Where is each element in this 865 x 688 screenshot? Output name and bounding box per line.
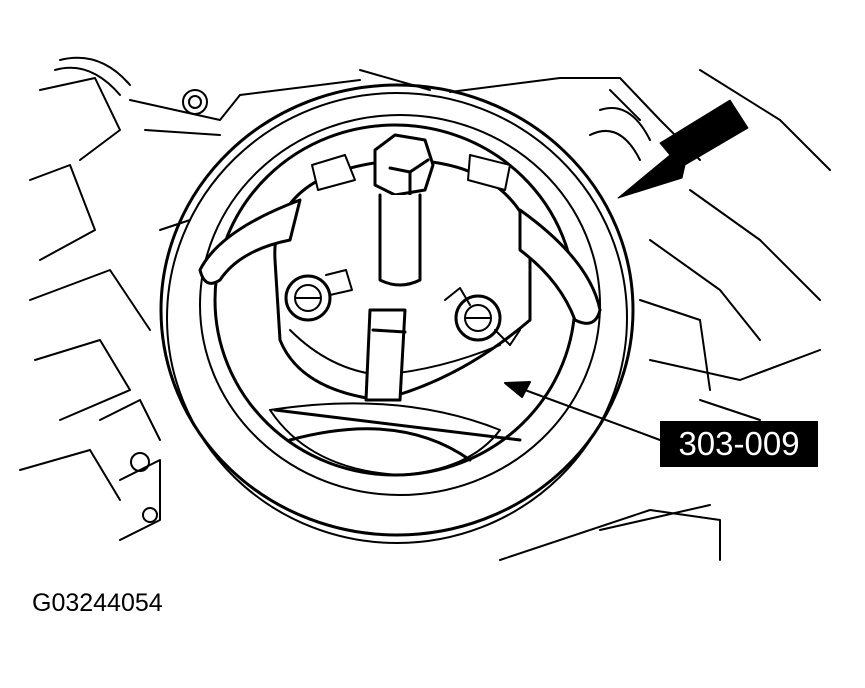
leader-arrow (504, 381, 661, 441)
figure-id: G03244054 (32, 589, 163, 617)
center-bolt (373, 133, 435, 287)
bolt-top-left (182, 89, 208, 115)
bolt-lower-left (130, 452, 158, 523)
tool-slot (364, 308, 407, 402)
holding-tool-303-009 (198, 154, 602, 402)
right-mounting-bolt (444, 287, 521, 346)
left-mounting-bolt (284, 269, 353, 322)
pulley-hub-opening (269, 402, 522, 476)
large-direction-arrow (617, 99, 749, 199)
tool-number-label: 303-009 (660, 421, 818, 467)
